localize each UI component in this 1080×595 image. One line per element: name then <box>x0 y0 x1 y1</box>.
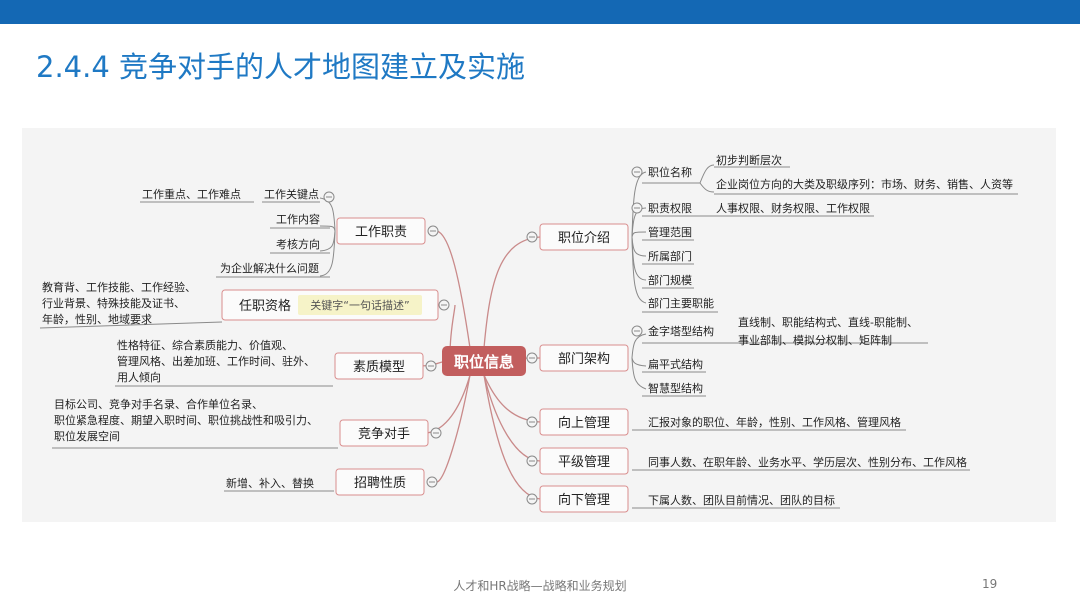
intro-name-d1: 初步判断层次 <box>716 153 782 167</box>
intro-name: 职位名称 <box>648 165 692 179</box>
node-competitor[interactable]: 竞争对手 <box>339 419 429 447</box>
node-quality[interactable]: 素质模型 <box>334 352 424 380</box>
qualification-detail-3: 年龄，性别、地域要求 <box>42 312 152 326</box>
node-up[interactable]: 向上管理 <box>539 408 629 436</box>
down-detail: 下属人数、团队目前情况、团队的目标 <box>648 493 835 507</box>
footer-text: 人才和HR战略—战略和业务规划 <box>453 579 627 593</box>
intro-dept: 所属部门 <box>648 249 692 263</box>
slide-title: 2.4.4 竞争对手的人才地图建立及实施 <box>36 50 526 84</box>
node-quality-label: 素质模型 <box>353 360 405 375</box>
node-recruit[interactable]: 招聘性质 <box>335 468 425 496</box>
page-number: 19 <box>982 577 998 591</box>
node-peer-label: 平级管理 <box>558 455 610 470</box>
peer-detail: 同事人数、在职年龄、业务水平、学历层次、性别分布、工作风格 <box>648 455 967 469</box>
duty-assessment: 考核方向 <box>276 237 320 251</box>
detail-lines <box>39 164 1018 509</box>
intro-dept-func: 部门主要职能 <box>648 296 714 310</box>
competitor-detail-3: 职位发展空间 <box>54 429 120 443</box>
duty-key-points: 工作关键点 <box>264 187 319 201</box>
intro-authority: 职责权限 <box>648 202 692 215</box>
node-structure-label: 部门架构 <box>558 352 610 367</box>
keyword-label: 关键字“一句话描述” <box>310 298 409 312</box>
node-intro-label: 职位介绍 <box>558 231 610 246</box>
duty-problem: 为企业解决什么问题 <box>220 261 319 275</box>
competitor-detail-2: 职位紧急程度、期望入职时间、职位挑战性和吸引力、 <box>54 413 318 427</box>
quality-detail-3: 用人倾向 <box>117 370 161 384</box>
competitor-detail-1: 目标公司、竞争对手名录、合作单位名录、 <box>54 397 263 411</box>
node-down[interactable]: 向下管理 <box>539 485 629 513</box>
intro-scope: 管理范围 <box>648 225 692 239</box>
node-structure[interactable]: 部门架构 <box>539 344 629 372</box>
node-qualification[interactable]: 任职资格 关键字“一句话描述” <box>221 289 439 321</box>
node-competitor-label: 竞争对手 <box>358 426 410 442</box>
structure-flat: 扁平式结构 <box>648 357 703 371</box>
intro-authority-d: 人事权限、财务权限、工作权限 <box>716 201 870 215</box>
node-duty[interactable]: 工作职责 <box>336 217 426 245</box>
node-qualification-label: 任职资格 <box>239 298 291 314</box>
quality-detail-1: 性格特征、综合素质能力、价值观、 <box>117 338 293 352</box>
quality-detail-2: 管理风格、出差加班、工作时间、驻外、 <box>117 354 315 368</box>
duty-content: 工作内容 <box>276 212 320 226</box>
top-banner <box>0 0 1080 24</box>
intro-name-d2: 企业岗位方向的大类及职级序列：市场、财务、销售、人资等 <box>716 177 1013 191</box>
center-label: 职位信息 <box>454 353 514 371</box>
node-duty-label: 工作职责 <box>355 225 407 240</box>
structure-smart: 智慧型结构 <box>648 381 703 395</box>
node-intro[interactable]: 职位介绍 <box>539 223 629 251</box>
qualification-detail-2: 行业背景、特殊技能及证书、 <box>42 296 185 310</box>
structure-pyramid: 金字塔型结构 <box>648 324 714 338</box>
structure-pyramid-d1: 直线制、职能结构式、直线-职能制、 <box>738 315 918 329</box>
node-recruit-label: 招聘性质 <box>354 476 406 491</box>
duty-key-points-detail: 工作重点、工作难点 <box>142 187 241 201</box>
intro-dept-size: 部门规模 <box>648 273 692 287</box>
node-peer[interactable]: 平级管理 <box>539 447 629 475</box>
center-node[interactable]: 职位信息 <box>442 346 526 376</box>
up-detail: 汇报对象的职位、年龄，性别、工作风格、管理风格 <box>648 415 901 429</box>
node-down-label: 向下管理 <box>558 492 610 508</box>
structure-pyramid-d2: 事业部制、模拟分权制、矩阵制 <box>738 333 892 347</box>
qualification-detail-1: 教育背、工作技能、工作经验、 <box>42 280 196 294</box>
node-up-label: 向上管理 <box>558 415 610 431</box>
recruit-detail: 新增、补入、替换 <box>226 476 314 490</box>
minus-marks <box>326 171 640 500</box>
